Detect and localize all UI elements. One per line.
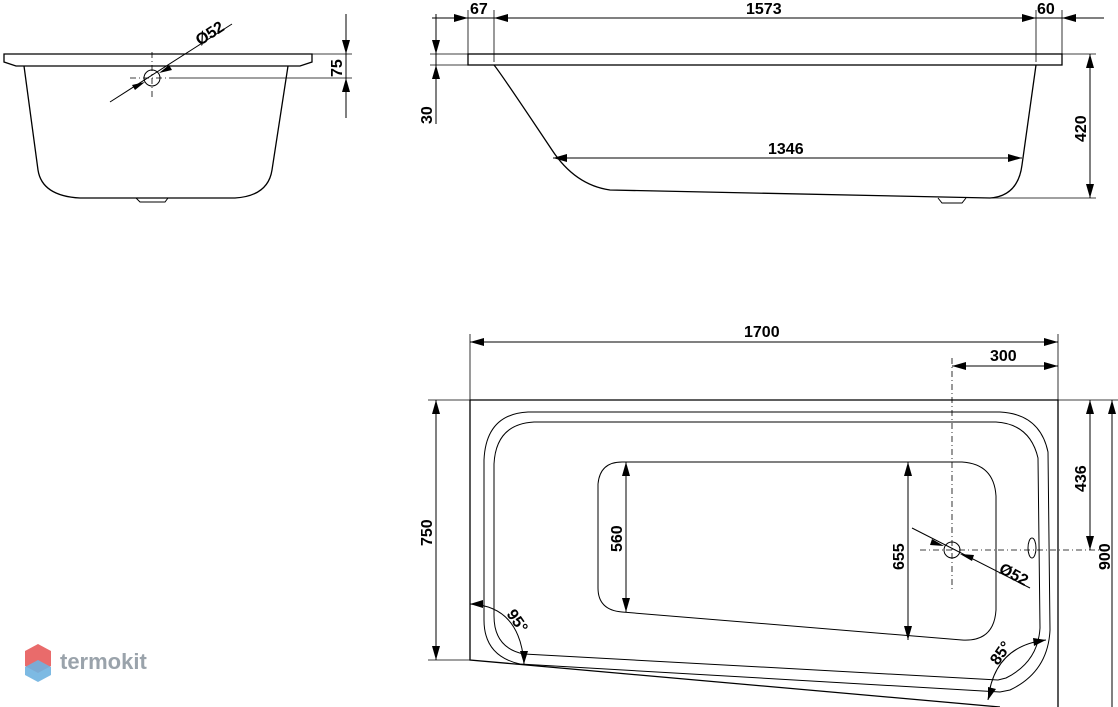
side-basin [23, 65, 289, 199]
plan-rim-inner [483, 411, 1051, 693]
front-body [493, 64, 1037, 199]
front-view: 67 1573 60 30 420 1346 [419, 1, 1104, 204]
front-rim [467, 53, 1063, 66]
termokit-logo-icon [25, 644, 51, 682]
front-foot [937, 197, 967, 204]
front-rim-left-label: 67 [470, 1, 488, 18]
plan-drain-to-edge-label: 436 [1073, 465, 1090, 492]
plan-basin-edge [493, 421, 1041, 681]
watermark: termokit [25, 644, 147, 682]
side-diameter-leader [109, 23, 233, 103]
front-rim-thickness-label: 30 [419, 106, 436, 124]
side-overflow-height-label: 75 [329, 59, 346, 77]
plan-view: Ø52 1700 300 750 560 655 [419, 324, 1118, 707]
plan-inner-width-right-label: 655 [891, 543, 908, 570]
side-foot [135, 197, 169, 203]
side-drain-diameter-label: Ø52 [193, 19, 228, 50]
plan-width-narrow-label: 750 [419, 519, 436, 546]
plan-width-wide-label: 900 [1097, 543, 1114, 570]
plan-drain-offset-label: 300 [990, 348, 1017, 365]
plan-inner-width-left-label: 560 [609, 525, 626, 552]
plan-angle-right-label: 85° [987, 639, 1015, 669]
front-rim-right-label: 60 [1037, 1, 1055, 18]
plan-outline [469, 399, 1059, 707]
side-view: Ø52 75 [3, 14, 352, 203]
plan-length-label: 1700 [744, 324, 780, 341]
watermark-brand-text: termokit [60, 649, 147, 674]
side-rim [3, 53, 313, 67]
plan-angle-left-label: 95° [503, 607, 531, 637]
front-bottom-length-label: 1346 [768, 141, 804, 158]
plan-overflow-slot [1027, 537, 1037, 559]
front-rim-top-label: 1573 [746, 1, 782, 18]
front-height-label: 420 [1073, 115, 1090, 142]
plan-flat-bottom [597, 461, 997, 641]
